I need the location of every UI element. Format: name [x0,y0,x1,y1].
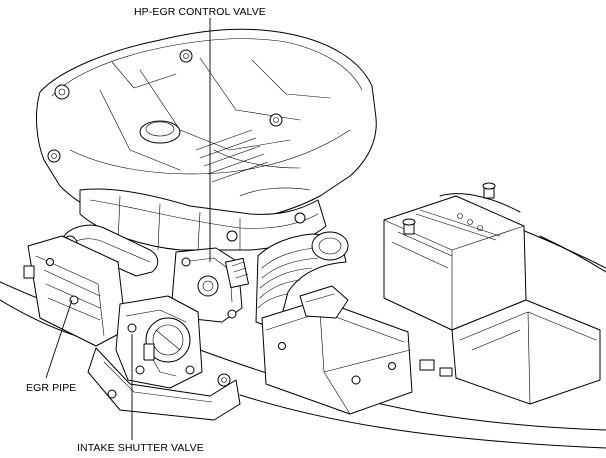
egr-pipe-leader-line [45,299,73,379]
intake-hose [255,231,349,331]
battery-tray [451,299,601,405]
air-cleaner [261,285,413,415]
egr-cooler [23,235,127,347]
intake-manifold [79,188,327,251]
intake-shutter-valve-drawing [115,295,203,389]
label-intake-shutter-valve: INTAKE SHUTTER VALVE [77,442,204,454]
hp-egr-control-valve-drawing [171,247,250,323]
label-hp-egr-control-valve: HP-EGR CONTROL VALVE [134,6,266,18]
battery [383,182,527,331]
label-egr-pipe: EGR PIPE [26,382,77,394]
misc-hardware [213,149,453,385]
engine-cover [36,28,377,227]
lower-bracket [87,347,241,421]
